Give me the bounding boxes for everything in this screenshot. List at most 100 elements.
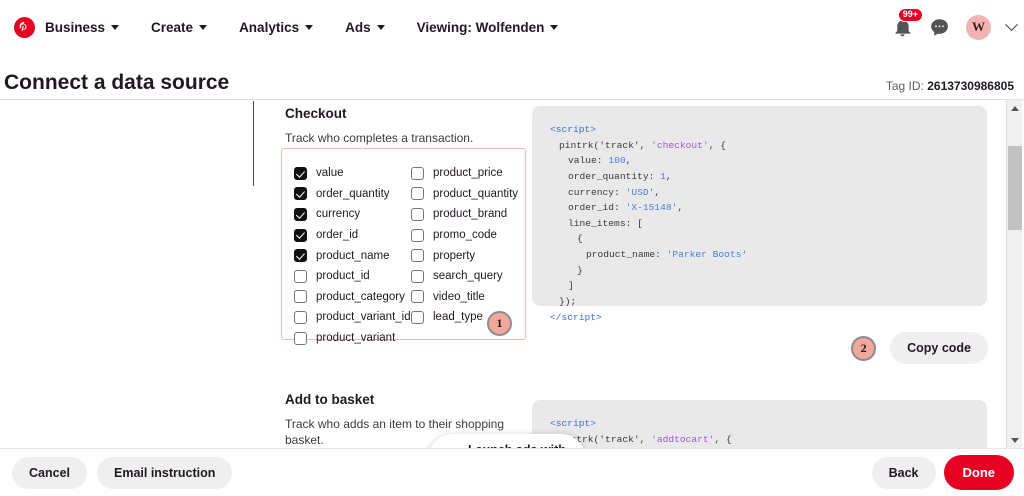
- checkbox-row[interactable]: search_query: [411, 266, 518, 287]
- annotation-badge-1: 1: [487, 311, 512, 336]
- sections-scroll-area[interactable]: Checkout Track who completes a transacti…: [262, 100, 1007, 448]
- page-scrollbar[interactable]: [1006, 100, 1022, 448]
- user-avatar[interactable]: W: [966, 14, 991, 40]
- left-panel-divider: [253, 101, 254, 186]
- code-open-script-tag: <script>: [550, 124, 597, 135]
- checkbox-currency[interactable]: [294, 207, 307, 221]
- checkbox-label: product_name: [316, 249, 390, 262]
- code-tail: ,: [665, 170, 672, 182]
- checkbox-product-variant[interactable]: [294, 331, 307, 345]
- checkbox-product-name[interactable]: [294, 249, 307, 263]
- chevron-down-icon: [376, 25, 385, 30]
- checkbox-row[interactable]: currency: [294, 204, 411, 225]
- checkbox-row[interactable]: video_title: [411, 287, 518, 308]
- code-close-script-tag: </script>: [550, 311, 602, 323]
- code-tail: ,: [654, 186, 661, 198]
- checkbox-row[interactable]: product_variant: [294, 328, 411, 349]
- avatar-initial: W: [972, 19, 985, 34]
- pinterest-logo-icon[interactable]: [14, 16, 35, 38]
- checkbox-label: product_variant_id: [316, 311, 411, 324]
- checkbox-label: product_brand: [433, 208, 508, 221]
- scroll-up-arrow-icon[interactable]: [1007, 100, 1023, 116]
- notifications-bell-icon[interactable]: 99+: [892, 7, 923, 38]
- code-key: order_quantity:: [568, 170, 661, 182]
- checkbox-product-variant-id[interactable]: [294, 310, 307, 324]
- checkbox-order-quantity[interactable]: [294, 187, 307, 201]
- code-value: 'Parker Boots': [666, 249, 748, 260]
- checkbox-row[interactable]: product_variant_id: [294, 307, 411, 328]
- checkbox-product-brand[interactable]: [411, 207, 424, 221]
- tag-id-display: Tag ID: 2613730986805: [886, 79, 1014, 93]
- checkbox-label: value: [316, 167, 344, 180]
- checkbox-search-query[interactable]: [411, 269, 424, 283]
- code-key: ]: [568, 280, 574, 292]
- checkbox-label: product_id: [316, 270, 370, 283]
- checkbox-label: product_price: [433, 167, 503, 180]
- checkbox-label: product_category: [316, 290, 405, 303]
- footer-left-actions: Cancel Email instruction: [12, 456, 233, 489]
- code-value: 'USD': [625, 186, 655, 198]
- scrollbar-thumb[interactable]: [1008, 146, 1022, 230]
- checkbox-product-quantity[interactable]: [411, 187, 424, 201]
- checkbox-row[interactable]: product_category: [294, 287, 411, 308]
- nav-item-viewing-account[interactable]: Viewing: Wolfenden: [417, 20, 559, 35]
- chevron-down-icon: [199, 25, 208, 30]
- checkbox-row[interactable]: value: [294, 163, 411, 184]
- account-menu-chevron-down-icon[interactable]: [1005, 17, 1018, 31]
- done-button[interactable]: Done: [943, 455, 1014, 490]
- checkbox-row[interactable]: order_quantity: [294, 184, 411, 205]
- nav-item-viewing-label: Viewing: Wolfenden: [416, 19, 545, 35]
- copy-code-button[interactable]: Copy code: [890, 332, 988, 364]
- checkbox-row[interactable]: property: [411, 245, 518, 266]
- back-button[interactable]: Back: [871, 456, 936, 489]
- checkbox-promo-code[interactable]: [411, 228, 424, 242]
- footer-right-actions: Back Done: [871, 455, 1014, 490]
- page-title: Connect a data source: [4, 71, 230, 94]
- checkbox-lead-type[interactable]: [411, 310, 424, 324]
- code-call-prefix: pintrk('track',: [559, 433, 652, 445]
- copy-code-row: 2 Copy code: [851, 332, 988, 364]
- cancel-button[interactable]: Cancel: [12, 456, 87, 489]
- checkbox-value[interactable]: [294, 166, 307, 180]
- checkbox-row[interactable]: product_brand: [411, 204, 518, 225]
- email-instruction-button[interactable]: Email instruction: [97, 456, 233, 489]
- code-call-suffix: , {: [714, 433, 732, 445]
- checkbox-row[interactable]: product_quantity: [411, 184, 518, 205]
- checkbox-row[interactable]: product_id: [294, 266, 411, 287]
- code-value: 1: [660, 170, 666, 182]
- checkbox-label: product_quantity: [433, 187, 519, 200]
- nav-item-create[interactable]: Create: [151, 20, 208, 35]
- code-tail: ,: [677, 202, 684, 214]
- nav-item-business[interactable]: Business: [45, 20, 120, 35]
- checkout-parameters-column-left: value order_quantity currency order_id p…: [294, 163, 411, 348]
- top-navigation-bar: Business Create Analytics Ads Viewing: W…: [0, 0, 1024, 54]
- checkbox-property[interactable]: [411, 249, 424, 263]
- nav-item-analytics[interactable]: Analytics: [239, 20, 314, 35]
- checkbox-product-price[interactable]: [411, 166, 424, 180]
- checkbox-row[interactable]: product_price: [411, 163, 518, 184]
- code-key: order_id:: [568, 202, 626, 214]
- checkbox-video-title[interactable]: [411, 290, 424, 304]
- checkbox-row[interactable]: lead_type: [411, 307, 518, 328]
- code-call-prefix: pintrk('track',: [559, 139, 652, 151]
- checkbox-product-id[interactable]: [294, 269, 307, 283]
- code-tail: ,: [625, 155, 632, 167]
- tag-id-value: 2613730986805: [927, 79, 1014, 93]
- section-add-to-basket: Add to basket Track who adds an item to …: [262, 392, 1007, 448]
- checkout-code-snippet[interactable]: <script> pintrk('track', 'checkout', { v…: [532, 106, 987, 323]
- checkbox-product-category[interactable]: [294, 290, 307, 304]
- checkbox-row[interactable]: product_name: [294, 245, 411, 266]
- messages-chat-icon[interactable]: [929, 17, 950, 38]
- checkout-parameters-column-right: product_price product_quantity product_b…: [411, 163, 518, 328]
- code-key: value:: [568, 155, 609, 167]
- checkbox-row[interactable]: order_id: [294, 225, 411, 246]
- checkbox-order-id[interactable]: [294, 228, 307, 242]
- code-event-name: 'addtocart': [651, 433, 715, 445]
- scroll-down-arrow-icon[interactable]: [1007, 432, 1023, 448]
- checkbox-row[interactable]: promo_code: [411, 225, 518, 246]
- code-value: 100: [608, 155, 626, 167]
- nav-item-ads[interactable]: Ads: [345, 20, 385, 35]
- title-divider: [0, 99, 1024, 100]
- add-to-basket-code-snippet[interactable]: <script> pintrk('track', 'addtocart', {: [532, 400, 987, 448]
- code-open-script-tag: <script>: [550, 418, 597, 429]
